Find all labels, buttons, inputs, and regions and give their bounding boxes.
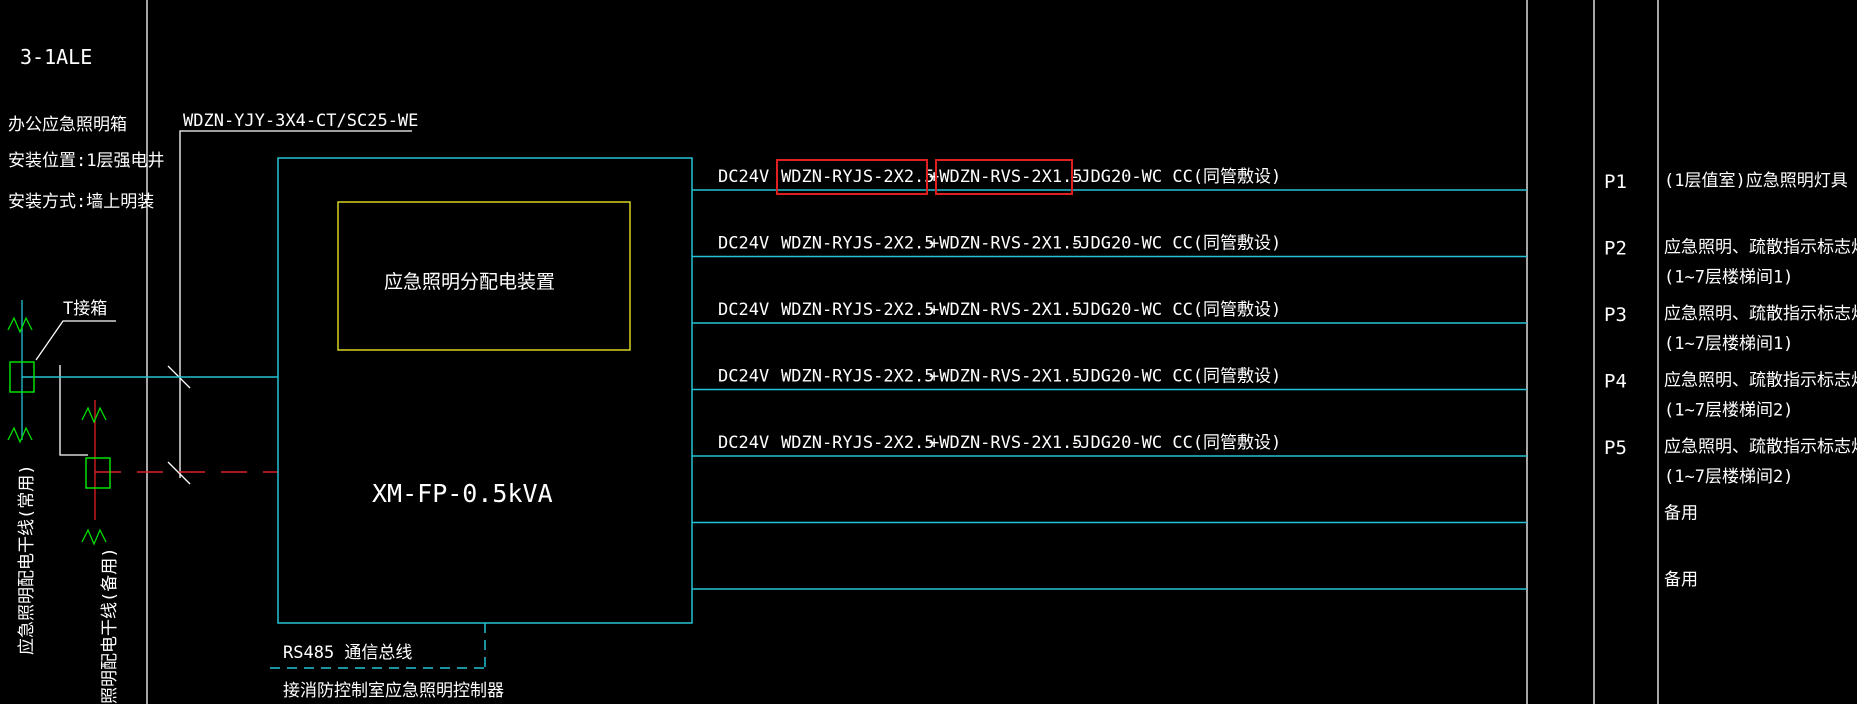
circuit-conduit: -JDG20-WC CC(同管敷设) <box>1070 234 1281 254</box>
circuit-conduit: -JDG20-WC CC(同管敷设) <box>1070 300 1281 320</box>
ground-symbol-1 <box>7 316 33 334</box>
circuit-cable-a: WDZN-RYJS-2X2.5 <box>781 234 935 254</box>
circuit-cable-b: +WDZN-RVS-2X1.5 <box>929 433 1083 453</box>
circuit-voltage: DC24V <box>718 234 769 254</box>
circuit-id: P4 <box>1604 371 1627 393</box>
circuit-voltage: DC24V <box>718 433 769 453</box>
circuit-id: P5 <box>1604 437 1627 459</box>
frame-lines <box>146 0 1659 704</box>
ground-symbol-4 <box>81 528 107 546</box>
circuit-cable-a: WDZN-RYJS-2X2.5 <box>781 367 935 387</box>
device-inner-label: 应急照明分配电装置 <box>384 271 555 293</box>
circuit-description: 应急照明、疏散指示标志灯 <box>1664 371 1857 391</box>
circuit-description: (1~7层楼梯间2) <box>1664 467 1793 487</box>
circuit-voltage: DC24V <box>718 167 769 187</box>
ground-symbol-2 <box>7 426 33 444</box>
device-model: XM-FP-0.5kVA <box>372 479 553 508</box>
circuit-cable-b: +WDZN-RVS-2X1.5 <box>929 234 1083 254</box>
device-inner-frame <box>337 201 631 351</box>
circuit-description: (1~7层楼梯间2) <box>1664 401 1793 421</box>
circuit-description: 应急照明、疏散指示标志灯 <box>1664 437 1857 457</box>
controller-label: 接消防控制室应急照明控制器 <box>283 681 504 701</box>
feeder-main-label: 应急照明配电干线(常用) <box>17 465 37 655</box>
circuit-cable-b: +WDZN-RVS-2X1.5 <box>929 167 1083 187</box>
highlight-box-cable-a <box>776 159 928 195</box>
circuit-description: 备用 <box>1664 504 1698 524</box>
panel-name: 办公应急照明箱 <box>8 115 127 135</box>
circuit-description: 应急照明、疏散指示标志灯 <box>1664 304 1857 324</box>
main-junction-box <box>9 361 35 393</box>
circuit-cable-a: WDZN-RYJS-2X2.5 <box>781 167 935 187</box>
junction-box-label: T接箱 <box>63 299 107 319</box>
circuit-voltage: DC24V <box>718 300 769 320</box>
backup-junction-box <box>85 457 111 489</box>
circuit-description: (1~7层楼梯间1) <box>1664 268 1793 288</box>
ground-symbols <box>7 316 107 546</box>
circuit-description: (1层值室)应急照明灯具 <box>1664 171 1848 191</box>
incoming-cable-label: WDZN-YJY-3X4-CT/SC25-WE <box>183 111 418 131</box>
circuit-id: P3 <box>1604 304 1627 326</box>
panel-mounting: 安装方式:墙上明装 <box>8 192 154 212</box>
circuit-cable-a: WDZN-RYJS-2X2.5 <box>781 300 935 320</box>
incoming-cable-leader <box>179 130 412 478</box>
circuit-description: 应急照明、疏散指示标志灯 <box>1664 238 1857 258</box>
circuit-id: P2 <box>1604 238 1627 260</box>
circuit-description: 备用 <box>1664 570 1698 590</box>
ground-symbol-3 <box>81 406 107 424</box>
circuit-description: (1~7层楼梯间1) <box>1664 334 1793 354</box>
circuit-cable-a: WDZN-RYJS-2X2.5 <box>781 433 935 453</box>
rs485-label: RS485 通信总线 <box>283 643 412 663</box>
circuit-voltage: DC24V <box>718 367 769 387</box>
panel-location: 安装位置:1层强电井 <box>8 151 164 171</box>
circuit-conduit: -JDG20-WC CC(同管敷设) <box>1070 167 1281 187</box>
circuit-id: P1 <box>1604 171 1627 193</box>
circuit-conduit: -JDG20-WC CC(同管敷设) <box>1070 367 1281 387</box>
feeder-backup-label: 照明配电干线(备用) <box>100 548 120 704</box>
junction-connector <box>59 365 88 456</box>
circuit-conduit: -JDG20-WC CC(同管敷设) <box>1070 433 1281 453</box>
circuit-cable-b: +WDZN-RVS-2X1.5 <box>929 367 1083 387</box>
circuit-cable-b: +WDZN-RVS-2X1.5 <box>929 300 1083 320</box>
junction-label-leader <box>35 320 116 361</box>
cable-tick-2 <box>167 461 191 485</box>
panel-id: 3-1ALE <box>20 45 92 69</box>
highlight-box-cable-b <box>935 159 1073 195</box>
